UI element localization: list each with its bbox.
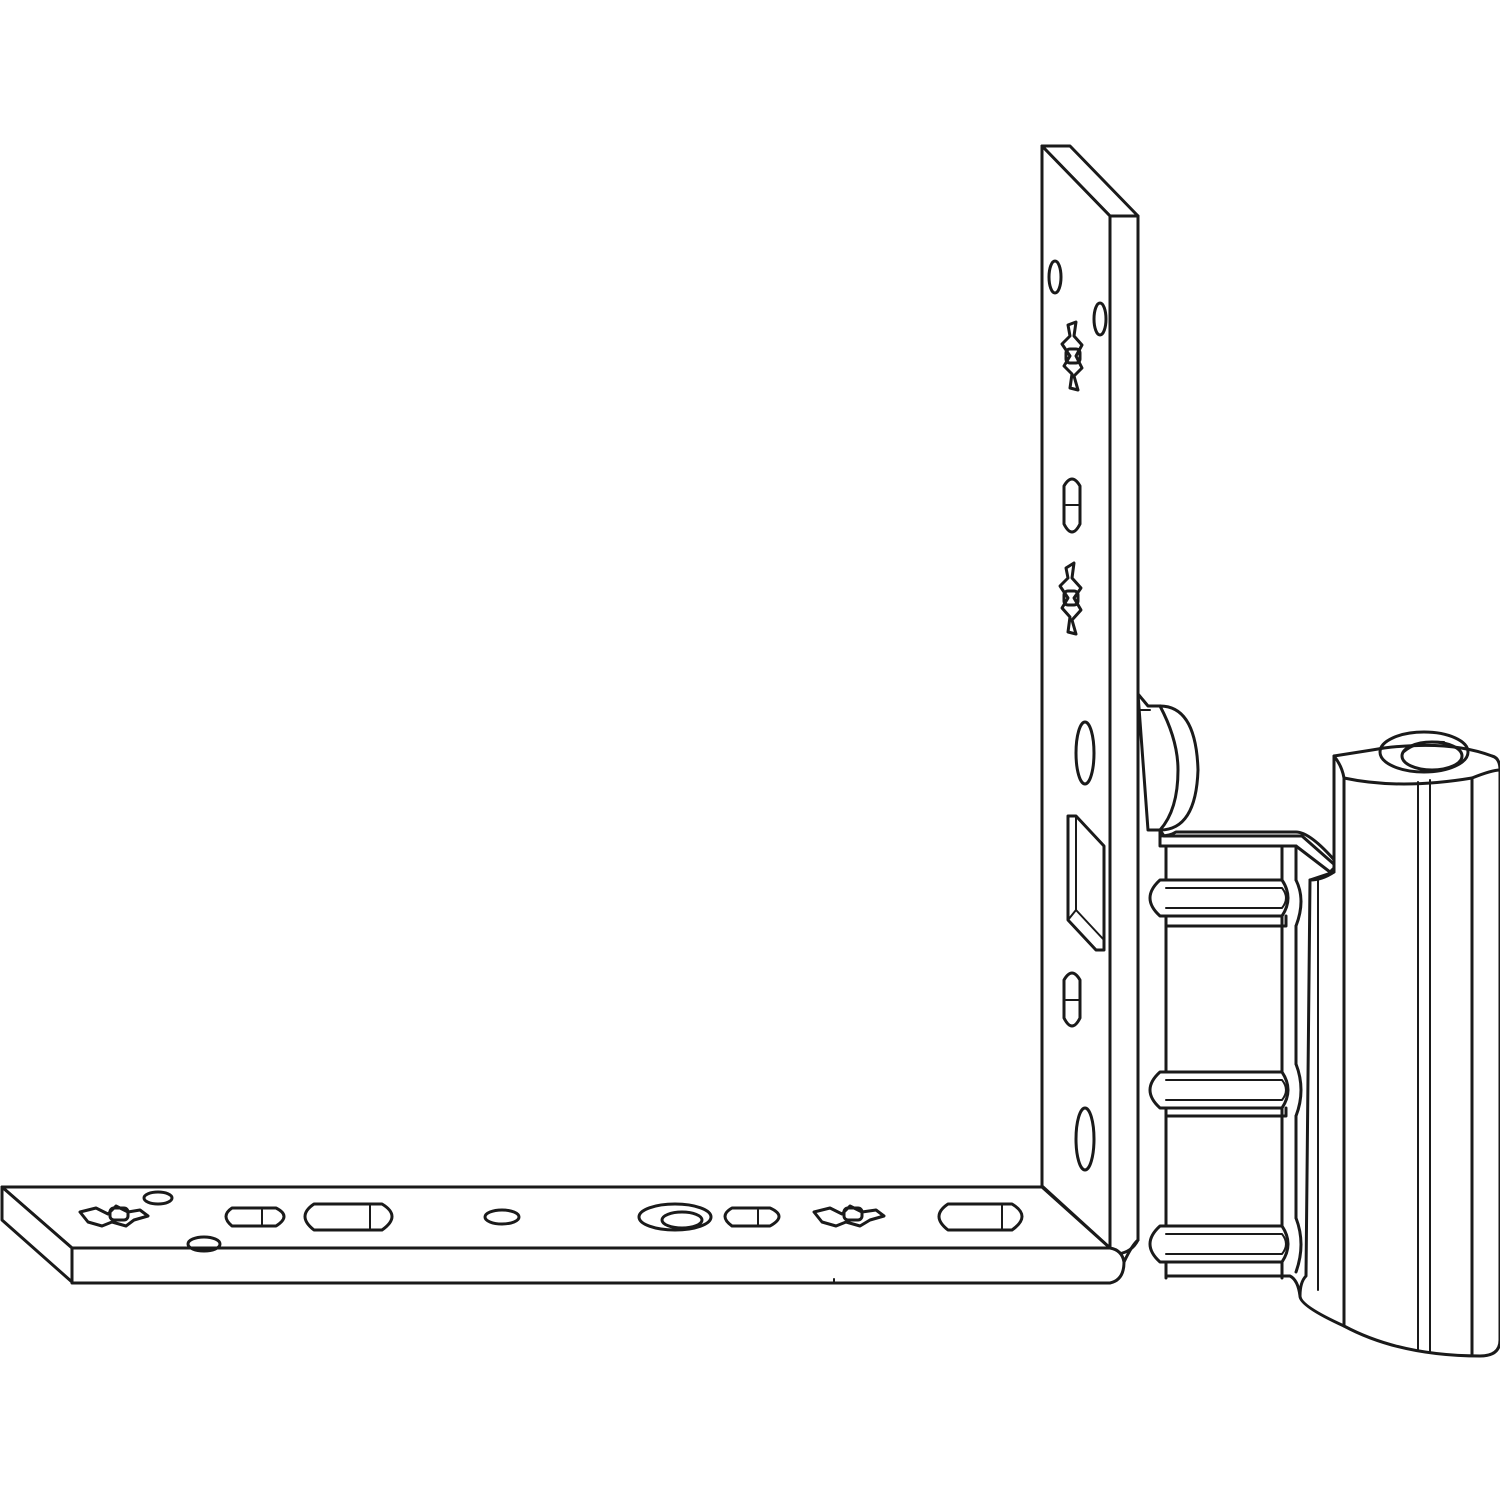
barrel-bore — [1378, 730, 1470, 774]
slotted-hole — [1062, 971, 1082, 1028]
star-screw-icon — [78, 1204, 150, 1228]
hinge-knuckles — [1148, 878, 1303, 1298]
star-screw-icon — [1060, 320, 1084, 392]
small-round-hole — [1047, 259, 1063, 295]
pivot-stud — [1136, 692, 1200, 832]
vertical-plate — [1040, 144, 1140, 1256]
long-slot-hole — [303, 1202, 394, 1232]
star-screw-icon — [812, 1204, 886, 1228]
small-round-hole — [186, 1235, 222, 1253]
slotted-hole — [224, 1206, 286, 1228]
long-slot-hole — [937, 1202, 1024, 1232]
vertical-plate-holes — [1047, 259, 1108, 1172]
star-screw-icon — [1058, 561, 1083, 636]
knuckle-segment — [1148, 1062, 1303, 1118]
small-round-hole — [142, 1190, 174, 1206]
round-hole — [1074, 1106, 1096, 1172]
slotted-hole — [723, 1206, 781, 1228]
rectangular-pocket — [1066, 814, 1106, 952]
round-hole — [1074, 720, 1096, 786]
knuckle-segment — [1148, 878, 1303, 928]
knuckle-segment — [1148, 1216, 1303, 1298]
countersunk-hole — [637, 1202, 713, 1232]
small-round-hole — [1092, 301, 1108, 337]
small-round-hole — [483, 1208, 521, 1226]
hinge-barrel — [1298, 730, 1500, 1358]
horizontal-plate-holes — [78, 1190, 1024, 1253]
horizontal-plate — [0, 1185, 1140, 1285]
slotted-hole — [1062, 477, 1082, 534]
